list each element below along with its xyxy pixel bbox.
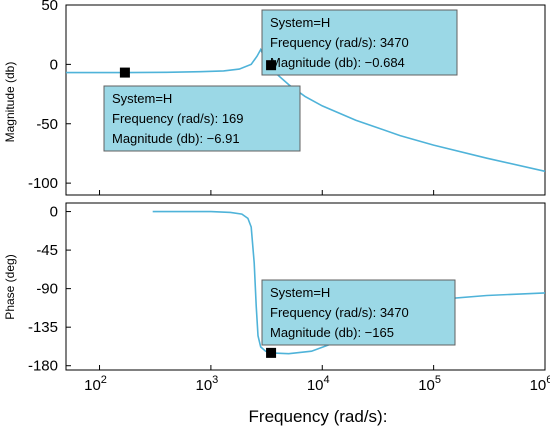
- phase-y-axis-label: Phase (deg): [3, 254, 17, 319]
- phase-y-tick-label: -135: [28, 319, 58, 336]
- magnitude-axes-frame: [65, 4, 546, 196]
- magnitude-y-axis-label: Magnitude (db): [3, 62, 17, 143]
- phase-y-tick-label: -90: [36, 281, 58, 298]
- magnitude-y-tick-label: 50: [41, 0, 58, 14]
- datatip-marker[interactable]: [266, 347, 277, 358]
- datatip[interactable]: System=H Frequency (rad/s): 169Magnitude …: [103, 67, 301, 152]
- phase-datatips: System=H Frequency (rad/s): 3470Magnitude…: [261, 279, 456, 358]
- datatip-box: [261, 279, 456, 346]
- phase-y-tick-label: -180: [28, 358, 58, 375]
- x-tick-label: 104: [307, 374, 330, 394]
- x-tick-label: 102: [84, 374, 107, 394]
- phase-y-tick-label: 0: [50, 204, 58, 221]
- phase-panel: 0 -45 -90 -135 -180 Phase (deg) System=H Freq…: [3, 190, 550, 394]
- datatip-line: Magnitude (db): −6.91: [112, 131, 240, 146]
- x-tick-label: 106: [530, 374, 550, 394]
- datatip-marker[interactable]: [266, 60, 277, 71]
- phase-axes-frame: [65, 202, 546, 371]
- phase-y-ticks: 0 -45 -90 -135 -180: [28, 204, 71, 375]
- datatip-line: Magnitude (db): −0.684: [270, 55, 405, 70]
- phase-y-tick-label: -45: [36, 242, 58, 259]
- datatip-box: [103, 85, 301, 152]
- datatip-line: Frequency (rad/s): 3470: [270, 305, 409, 320]
- x-tick-label: 105: [418, 374, 441, 394]
- x-tick-label: 103: [195, 374, 218, 394]
- frequency-x-axis-label: Frequency (rad/s):: [249, 407, 388, 426]
- datatip-line: System=H: [112, 91, 172, 106]
- magnitude-y-ticks: 50 0 -50 -100: [28, 0, 71, 192]
- magnitude-y-tick-label: 0: [50, 56, 58, 73]
- magnitude-y-tick-label: -100: [28, 175, 58, 192]
- datatip-line: System=H: [270, 285, 330, 300]
- datatip[interactable]: System=H Frequency (rad/s): 3470Magnitude…: [261, 9, 458, 76]
- datatip-marker[interactable]: [119, 67, 130, 78]
- datatip-line: Frequency (rad/s): 3470: [270, 35, 409, 50]
- datatip-box: [261, 9, 458, 76]
- datatip-line: System=H: [270, 15, 330, 30]
- magnitude-y-tick-label: -50: [36, 116, 58, 133]
- datatip-line: Frequency (rad/s): 169: [112, 111, 244, 126]
- datatip[interactable]: System=H Frequency (rad/s): 3470Magnitude…: [261, 279, 456, 358]
- magnitude-panel: 50 0 -50 -100 Magnitude (db) System=H Freque…: [3, 0, 546, 196]
- datatip-line: Magnitude (db): −165: [270, 325, 394, 340]
